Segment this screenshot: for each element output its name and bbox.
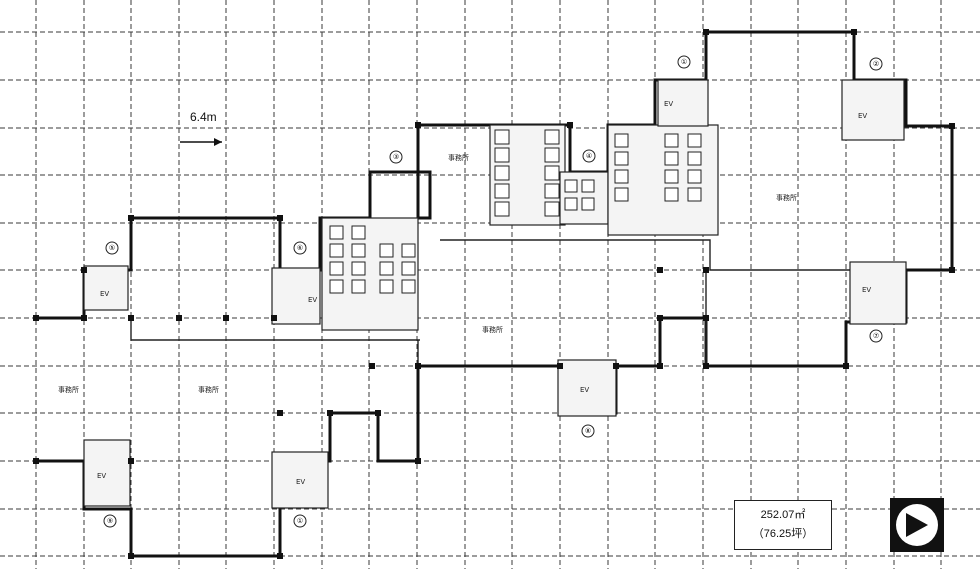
room-label: EV bbox=[100, 290, 109, 298]
zone-label: 事務所 bbox=[198, 385, 219, 394]
svg-text:⑧: ⑧ bbox=[585, 427, 591, 435]
structural-columns bbox=[33, 29, 955, 559]
zone-label: 事務所 bbox=[776, 193, 797, 202]
marker: ② bbox=[869, 57, 883, 71]
svg-text:②: ② bbox=[873, 60, 879, 68]
svg-text:⑨: ⑨ bbox=[107, 517, 113, 525]
svg-text:⑤: ⑤ bbox=[109, 244, 115, 252]
svg-text:⑦: ⑦ bbox=[873, 332, 879, 340]
area-sqm: 252.07㎡ bbox=[760, 509, 806, 521]
room-label: EV bbox=[308, 296, 317, 304]
room-label: EV bbox=[862, 286, 871, 294]
area-summary: 252.07㎡ （76.25坪） bbox=[734, 500, 832, 550]
entrance-markers: ① ② ③ ④ ⑤ ⑥ ⑦ ⑧ ⑨ ① bbox=[103, 55, 883, 528]
scale-label: 6.4m bbox=[190, 110, 217, 124]
marker: ⑤ bbox=[105, 241, 119, 255]
marker: ① bbox=[677, 55, 691, 69]
room-label: EV bbox=[858, 112, 867, 120]
scale-indicator: 6.4m bbox=[180, 110, 222, 146]
room-label: EV bbox=[664, 100, 673, 108]
building-outline bbox=[36, 30, 954, 558]
room-label: EV bbox=[296, 478, 305, 486]
room-label: EV bbox=[580, 386, 589, 394]
toilet-stalls bbox=[329, 129, 702, 294]
marker: ⑧ bbox=[581, 424, 595, 438]
svg-text:④: ④ bbox=[586, 152, 592, 160]
svg-text:③: ③ bbox=[393, 153, 399, 161]
zone-label: 事務所 bbox=[482, 325, 503, 334]
marker: ④ bbox=[582, 149, 596, 163]
marker: ① bbox=[293, 514, 307, 528]
svg-text:①: ① bbox=[297, 517, 303, 525]
area-tsubo: （76.25坪） bbox=[752, 528, 814, 540]
marker: ⑦ bbox=[869, 329, 883, 343]
room-labels: EV EV EV EV EV EV EV EV 事務所 事務所 事務所 事務所 … bbox=[58, 100, 871, 486]
marker: ⑨ bbox=[103, 514, 117, 528]
room-label: EV bbox=[97, 472, 106, 480]
zone-label: 事務所 bbox=[58, 385, 79, 394]
north-arrow-icon bbox=[890, 498, 944, 552]
svg-text:①: ① bbox=[681, 58, 687, 66]
marker: ③ bbox=[389, 150, 403, 164]
svg-text:⑥: ⑥ bbox=[297, 244, 303, 252]
compass-arrow bbox=[906, 513, 928, 537]
zone-label: 事務所 bbox=[448, 153, 469, 162]
marker: ⑥ bbox=[293, 241, 307, 255]
